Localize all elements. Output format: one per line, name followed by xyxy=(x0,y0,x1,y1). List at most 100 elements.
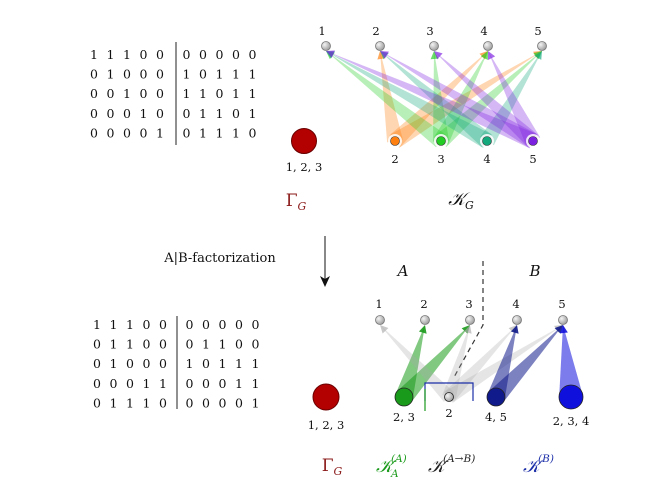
matrix-cell: 1 xyxy=(110,356,118,371)
factorization-label: A|B-factorization xyxy=(163,251,276,266)
edge-arrowhead xyxy=(534,51,542,60)
code-node-label: 5 xyxy=(534,24,541,38)
matrix-cell: 0 xyxy=(202,395,210,410)
matrix-cell: 1 xyxy=(126,317,134,332)
edge-cone xyxy=(488,51,541,145)
matrix-cell: 0 xyxy=(235,337,243,352)
matrix-cell: 1 xyxy=(107,47,115,62)
factor-node xyxy=(486,387,506,407)
matrix-cell: 1 xyxy=(143,395,151,410)
top-gamma-sub: G xyxy=(298,200,307,213)
edge-arrowhead xyxy=(380,51,389,59)
edge-cone xyxy=(326,51,491,148)
legend-ka: 𝒦 (A) A xyxy=(376,453,407,480)
matrix-cell: 1 xyxy=(216,125,224,140)
partition-a-label: A xyxy=(396,262,409,280)
edge-cone xyxy=(487,325,517,400)
matrix-cell: 0 xyxy=(93,337,101,352)
edge-arrowhead xyxy=(463,325,472,334)
matrix-cell: 0 xyxy=(202,376,210,391)
edge-arrowhead xyxy=(380,325,389,334)
code-node-label: 4 xyxy=(512,297,519,311)
k-node xyxy=(436,136,446,146)
factor-node-label: 4, 5 xyxy=(485,410,507,424)
matrix-cell: 1 xyxy=(199,106,207,121)
matrix-cell: 1 xyxy=(249,106,257,121)
code-node xyxy=(558,315,568,325)
bottom-gamma-node: 1, 2, 3 xyxy=(308,383,344,432)
edge-arrowhead xyxy=(480,51,488,60)
matrix-cell: 0 xyxy=(143,337,151,352)
k-node xyxy=(482,136,492,146)
matrix-cell: 0 xyxy=(202,317,210,332)
matrix-cell: 1 xyxy=(216,67,224,82)
matrix-cell: 0 xyxy=(252,337,260,352)
matrix-cell: 0 xyxy=(140,86,148,101)
code-node-label: 3 xyxy=(465,297,472,311)
legend-ka-main: 𝒦 xyxy=(376,456,398,477)
matrix-cell: 1 xyxy=(249,86,257,101)
matrix-cell: 1 xyxy=(199,86,207,101)
cross-bracket xyxy=(424,382,474,411)
factor-node-label: 2, 3, 4 xyxy=(553,414,590,428)
edge-cone xyxy=(442,325,470,399)
matrix-cell: 0 xyxy=(159,317,167,332)
code-node-label: 4 xyxy=(480,24,487,38)
edge-cone xyxy=(380,51,538,148)
matrix-cell: 0 xyxy=(249,125,257,140)
matrix-cell: 1 xyxy=(183,67,191,82)
matrix-cell: 0 xyxy=(143,356,151,371)
matrix-cell: 1 xyxy=(199,125,207,140)
edge-cone xyxy=(433,51,449,142)
matrix-cell: 0 xyxy=(126,376,134,391)
k-node xyxy=(528,136,538,146)
top-edge-cones xyxy=(326,50,542,149)
matrix-cell: 0 xyxy=(216,47,224,62)
matrix-cell: 1 xyxy=(202,337,210,352)
matrix-cell: 1 xyxy=(183,86,191,101)
legend-gamma: ΓG xyxy=(322,456,343,478)
code-node xyxy=(483,41,493,51)
edge-cone xyxy=(389,51,488,147)
matrix-cell: 0 xyxy=(219,395,227,410)
code-node xyxy=(537,41,547,51)
matrix-cell: 0 xyxy=(186,376,194,391)
edge-cone xyxy=(326,51,537,149)
matrix-cell: 1 xyxy=(110,337,118,352)
edge-cone xyxy=(480,51,542,146)
k-node-label: 3 xyxy=(437,152,444,166)
edge-cone xyxy=(433,51,488,145)
matrix-cell: 0 xyxy=(140,47,148,62)
code-node-label: 2 xyxy=(372,24,379,38)
code-node-label: 1 xyxy=(318,24,325,38)
svg-text:𝒦G: 𝒦G xyxy=(448,189,474,212)
edge-arrowhead xyxy=(510,325,519,334)
matrix-cell: 1 xyxy=(252,395,260,410)
factor-node-label: 2 xyxy=(445,406,452,420)
edge-arrowhead xyxy=(488,51,496,60)
code-node xyxy=(375,41,385,51)
matrix-cell: 0 xyxy=(90,106,98,121)
edge-cone xyxy=(559,325,583,399)
legend-kb-main: 𝒦 xyxy=(523,456,545,477)
edge-cone xyxy=(397,325,470,404)
matrix-cell: 1 xyxy=(219,337,227,352)
top-k-sub: G xyxy=(465,199,474,212)
matrix-cell: 0 xyxy=(232,106,240,121)
legend-kab-sup: (A→B) xyxy=(443,453,475,465)
matrix-cell: 0 xyxy=(93,376,101,391)
matrix-cell: 0 xyxy=(110,376,118,391)
edge-cone xyxy=(435,51,542,147)
matrix-cell: 0 xyxy=(183,125,191,140)
matrix-cell: 1 xyxy=(140,106,148,121)
edge-arrowhead xyxy=(434,51,443,60)
matrix-cell: 0 xyxy=(93,395,101,410)
matrix-cell: 0 xyxy=(156,106,164,121)
matrix-cell: 0 xyxy=(186,395,194,410)
edge-cone xyxy=(380,51,493,148)
